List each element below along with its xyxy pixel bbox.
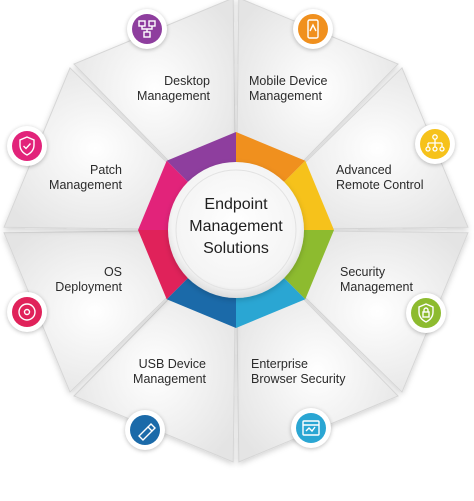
desktop-network-icon xyxy=(127,9,167,49)
center-title-line3: Solutions xyxy=(203,240,269,257)
disc-icon xyxy=(7,292,47,332)
center-title-line1: Endpoint xyxy=(204,196,268,213)
center-title: Endpoint Management Solutions xyxy=(172,194,300,260)
usb-drive-icon xyxy=(125,410,165,450)
mobile-phone-icon xyxy=(293,9,333,49)
center-title-line2: Management xyxy=(189,218,283,235)
center-hub-border xyxy=(175,169,297,291)
shield-lock-icon xyxy=(406,293,446,333)
browser-window-icon xyxy=(291,408,331,448)
center-hub xyxy=(168,162,304,298)
outer-panels xyxy=(3,0,469,463)
network-hierarchy-icon xyxy=(415,124,455,164)
shield-check-icon xyxy=(7,126,47,166)
